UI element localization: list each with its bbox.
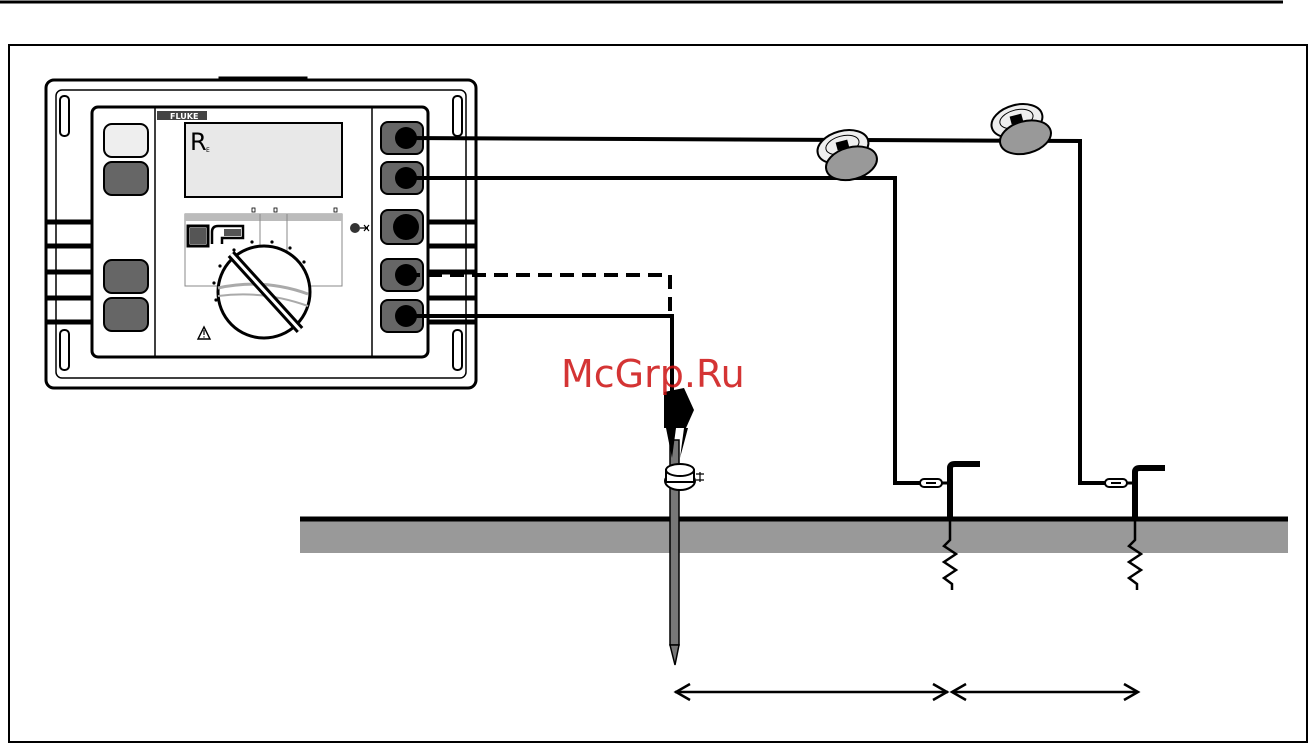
tester-instrument: FLUKE R E <box>46 78 476 388</box>
wire-near-spike <box>406 178 920 483</box>
side-slot-left-bottom <box>60 330 69 370</box>
ground-surface <box>300 519 1288 553</box>
side-slot-right-top <box>453 96 462 136</box>
dimension-arrow-icon <box>675 684 948 700</box>
lcd-display <box>185 123 342 197</box>
watermark-text: McGrp.Ru <box>561 352 745 396</box>
button-2[interactable] <box>104 162 148 195</box>
dimension-arrow-icon <box>952 684 1138 700</box>
side-slot-right-bottom <box>453 330 462 370</box>
lcd-subscript: E <box>206 147 210 154</box>
terminal-3[interactable] <box>381 210 423 244</box>
wire-far-spike <box>406 138 1112 483</box>
button-3[interactable] <box>104 260 148 293</box>
lcd-symbol: R <box>190 128 207 156</box>
cable-reel-icon <box>988 98 1055 161</box>
button-1[interactable] <box>104 124 148 157</box>
brand-label: FLUKE <box>170 112 198 121</box>
side-slot-left-top <box>60 96 69 136</box>
wiring <box>406 138 1112 483</box>
button-4[interactable] <box>104 298 148 331</box>
